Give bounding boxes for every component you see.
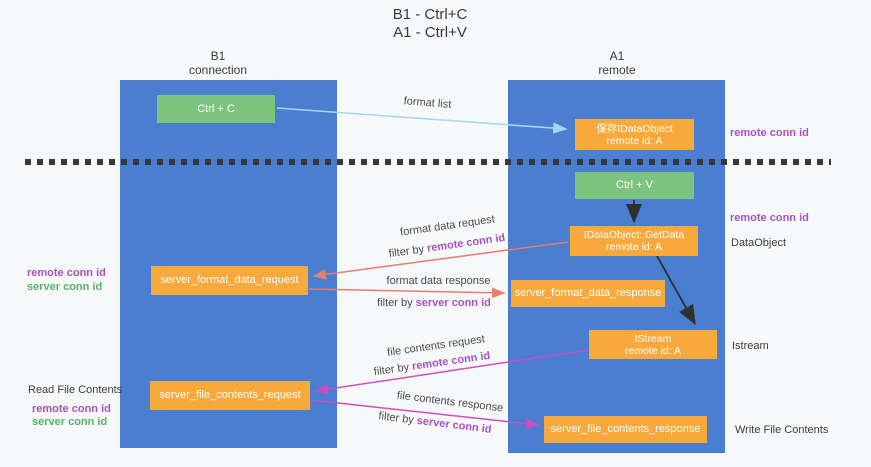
istream-side-label: Istream [732,340,769,352]
filter-by-text: filter by [388,243,425,261]
title-line-2: A1 - Ctrl+V [393,24,467,41]
left-format-remote-conn-id: remote conn id [27,267,106,279]
format-data-response-label: format data response [386,275,491,287]
lane-header-b1: B1 connection [158,49,278,77]
save-idataobject-line1: 保存IDataObject [596,122,673,135]
left-file-server-conn-id: server conn id [32,416,108,428]
node-server-file-contents-request: server_file_contents_request [150,381,310,410]
right-mid-remote-conn-id: remote conn id [730,212,809,224]
node-server-format-data-request: server_format_data_request [151,266,308,295]
ctrl-c-label: Ctrl + C [197,102,235,115]
node-server-format-data-response: server_format_data_response [511,280,665,307]
title-line-1: B1 - Ctrl+C [392,6,468,23]
node-idataobject-getdata: IDataObject::GetData remote id: A [570,226,698,256]
node-ctrl-v: Ctrl + V [575,172,694,199]
server-conn-id-text: server conn id [415,297,491,309]
filter-by-text: filter by [377,297,413,309]
write-file-contents-label: Write File Contents [735,424,829,436]
format-list-label: format list [403,95,452,111]
server-format-data-request-label: server_format_data_request [160,274,299,286]
diagram-title: B1 - Ctrl+C A1 - Ctrl+V [340,6,520,42]
left-file-remote-conn-id: remote conn id [32,403,111,415]
server-file-contents-request-label: server_file_contents_request [159,389,301,401]
node-istream: IStream remote id: A [589,330,717,359]
node-server-file-contents-response: server_file_contents_response [544,416,707,443]
format-data-response-filter-label: filter by server conn id [377,297,491,309]
lane-b1-title: B1 [210,49,226,63]
remote-conn-id-text: remote conn id [426,231,506,255]
copy-paste-separator-line [25,159,831,165]
server-conn-id-text: server conn id [416,414,493,436]
file-contents-response-filter-label: filter by server conn id [376,410,495,436]
dataobject-label: DataObject [731,237,787,249]
left-format-server-conn-id: server conn id [27,281,103,293]
node-ctrl-c: Ctrl + C [157,95,275,123]
istream-line1: IStream [634,332,672,345]
right-top-remote-conn-id: remote conn id [730,127,809,139]
lane-a1-title: A1 [609,49,625,63]
server-format-data-response-label: server_format_data_response [514,287,662,299]
format-data-response-arrow [308,287,506,299]
lane-a1-subtitle: remote [598,63,636,77]
node-save-idataobject: 保存IDataObject remote id: A [575,119,694,150]
istream-line2: remote id: A [624,344,682,357]
getdata-line1: IDataObject::GetData [583,229,685,241]
lane-b1-subtitle: connection [188,63,248,77]
filter-by-text: filter by [373,361,410,379]
server-file-contents-response-label: server_file_contents_response [550,423,701,435]
getdata-line2: remote id: A [605,241,663,253]
ctrl-v-label: Ctrl + V [616,179,653,191]
filter-by-text: filter by [377,410,415,427]
save-idataobject-line2: remote id: A [606,134,663,147]
file-contents-response-label: file contents response [396,389,504,415]
read-file-contents-label: Read File Contents [28,384,123,396]
lane-header-a1: A1 remote [557,49,677,77]
